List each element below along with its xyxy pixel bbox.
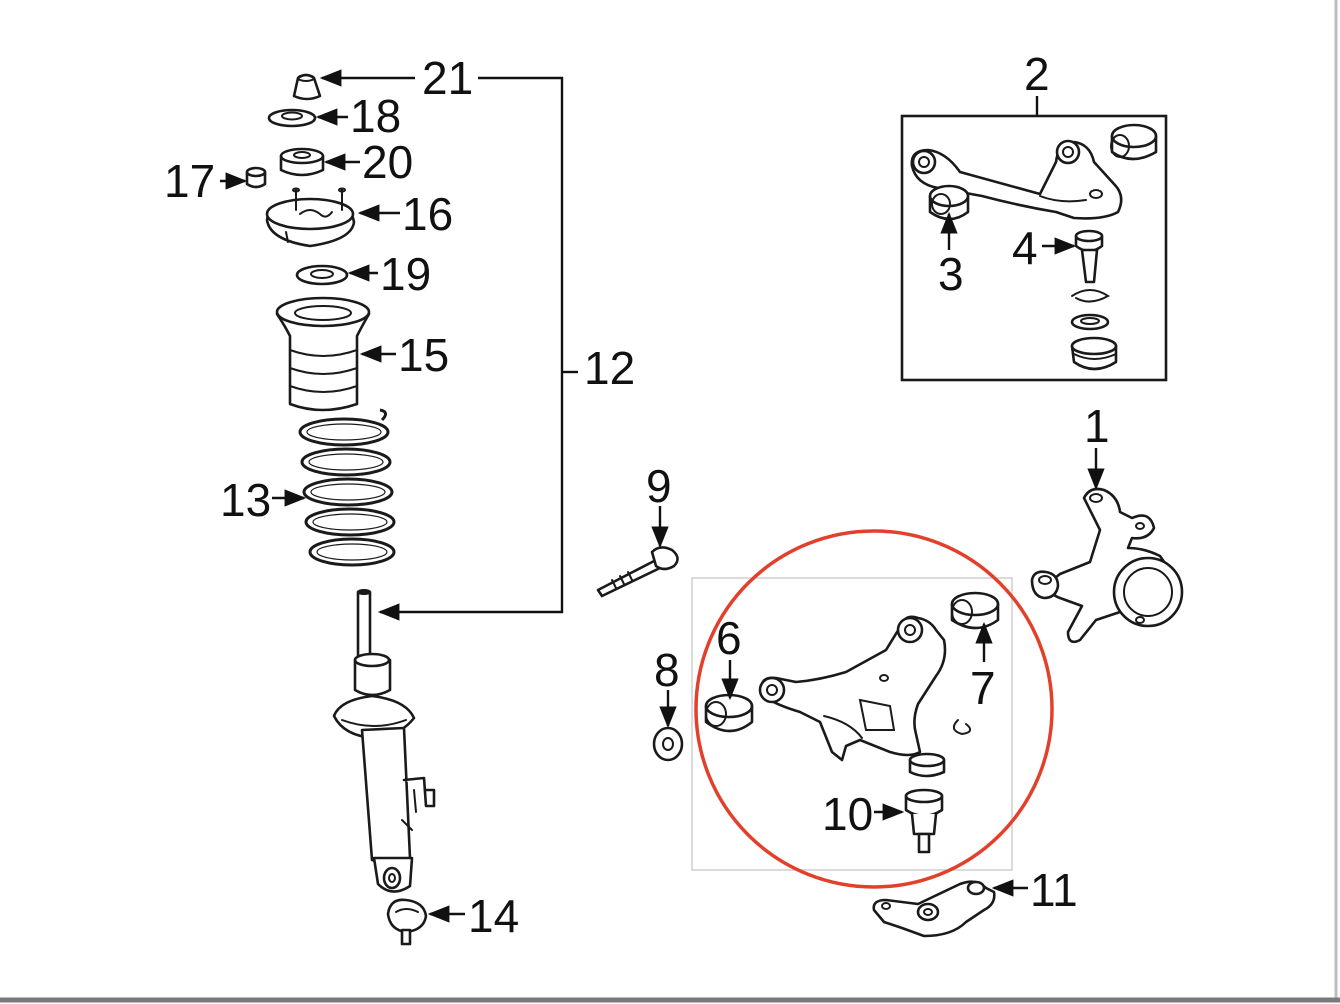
callout-10: 10	[822, 788, 873, 840]
highlight-circle	[694, 529, 1054, 889]
part-lower-control-arm	[758, 615, 947, 762]
callout-11: 11	[1030, 864, 1078, 916]
part-16-strut-mount	[265, 187, 356, 248]
callout-18: 18	[350, 90, 401, 142]
part-21-cap	[292, 73, 322, 101]
callout-2: 2	[1024, 48, 1050, 100]
part-2-upper-control-arm	[910, 139, 1123, 220]
part-10-lower-ball-joint	[904, 788, 944, 854]
part-15-dust-boot	[275, 296, 371, 412]
callout-1: 1	[1084, 400, 1110, 452]
part-snap-ring	[952, 719, 972, 736]
part-11-arm	[872, 880, 996, 938]
callout-17: 17	[164, 155, 215, 207]
callout-3: 3	[938, 248, 964, 300]
part-14-lower-mount	[386, 898, 428, 946]
callout-16: 16	[402, 188, 453, 240]
part-upper-arm-bushing	[1110, 123, 1158, 161]
callout-12: 12	[584, 342, 635, 394]
lower-arm-kit-box	[691, 577, 1013, 871]
callout-14: 14	[468, 890, 519, 942]
part-18-washer	[267, 108, 317, 128]
part-9-cam-bolt	[596, 546, 679, 598]
callout-19: 19	[380, 248, 431, 300]
part-1-steering-knuckle	[1030, 487, 1184, 644]
callout-9: 9	[646, 460, 672, 512]
part-17-nut	[245, 166, 267, 189]
part-ball-joint-boot	[908, 752, 946, 778]
part-20-bushing	[279, 147, 325, 177]
callout-13: 13	[220, 474, 271, 526]
box-2-upper-arm-kit	[900, 114, 1168, 382]
callout-21: 21	[422, 52, 473, 104]
callout-15: 15	[398, 329, 449, 381]
part-strut-shock-absorber	[332, 589, 436, 893]
part-6-bushing	[704, 693, 754, 733]
callout-6: 6	[716, 612, 742, 664]
callout-20: 20	[362, 136, 413, 188]
part-8-cam-washer	[652, 726, 684, 762]
callout-4: 4	[1012, 222, 1038, 274]
callout-8: 8	[654, 644, 680, 696]
bracket-12-line	[377, 76, 564, 621]
callout-7: 7	[970, 662, 996, 714]
part-7-bushing	[950, 591, 1000, 630]
part-4-upper-ball-joint	[1070, 229, 1118, 371]
part-19-insulator	[295, 264, 349, 286]
part-13-coil-spring	[298, 408, 396, 567]
